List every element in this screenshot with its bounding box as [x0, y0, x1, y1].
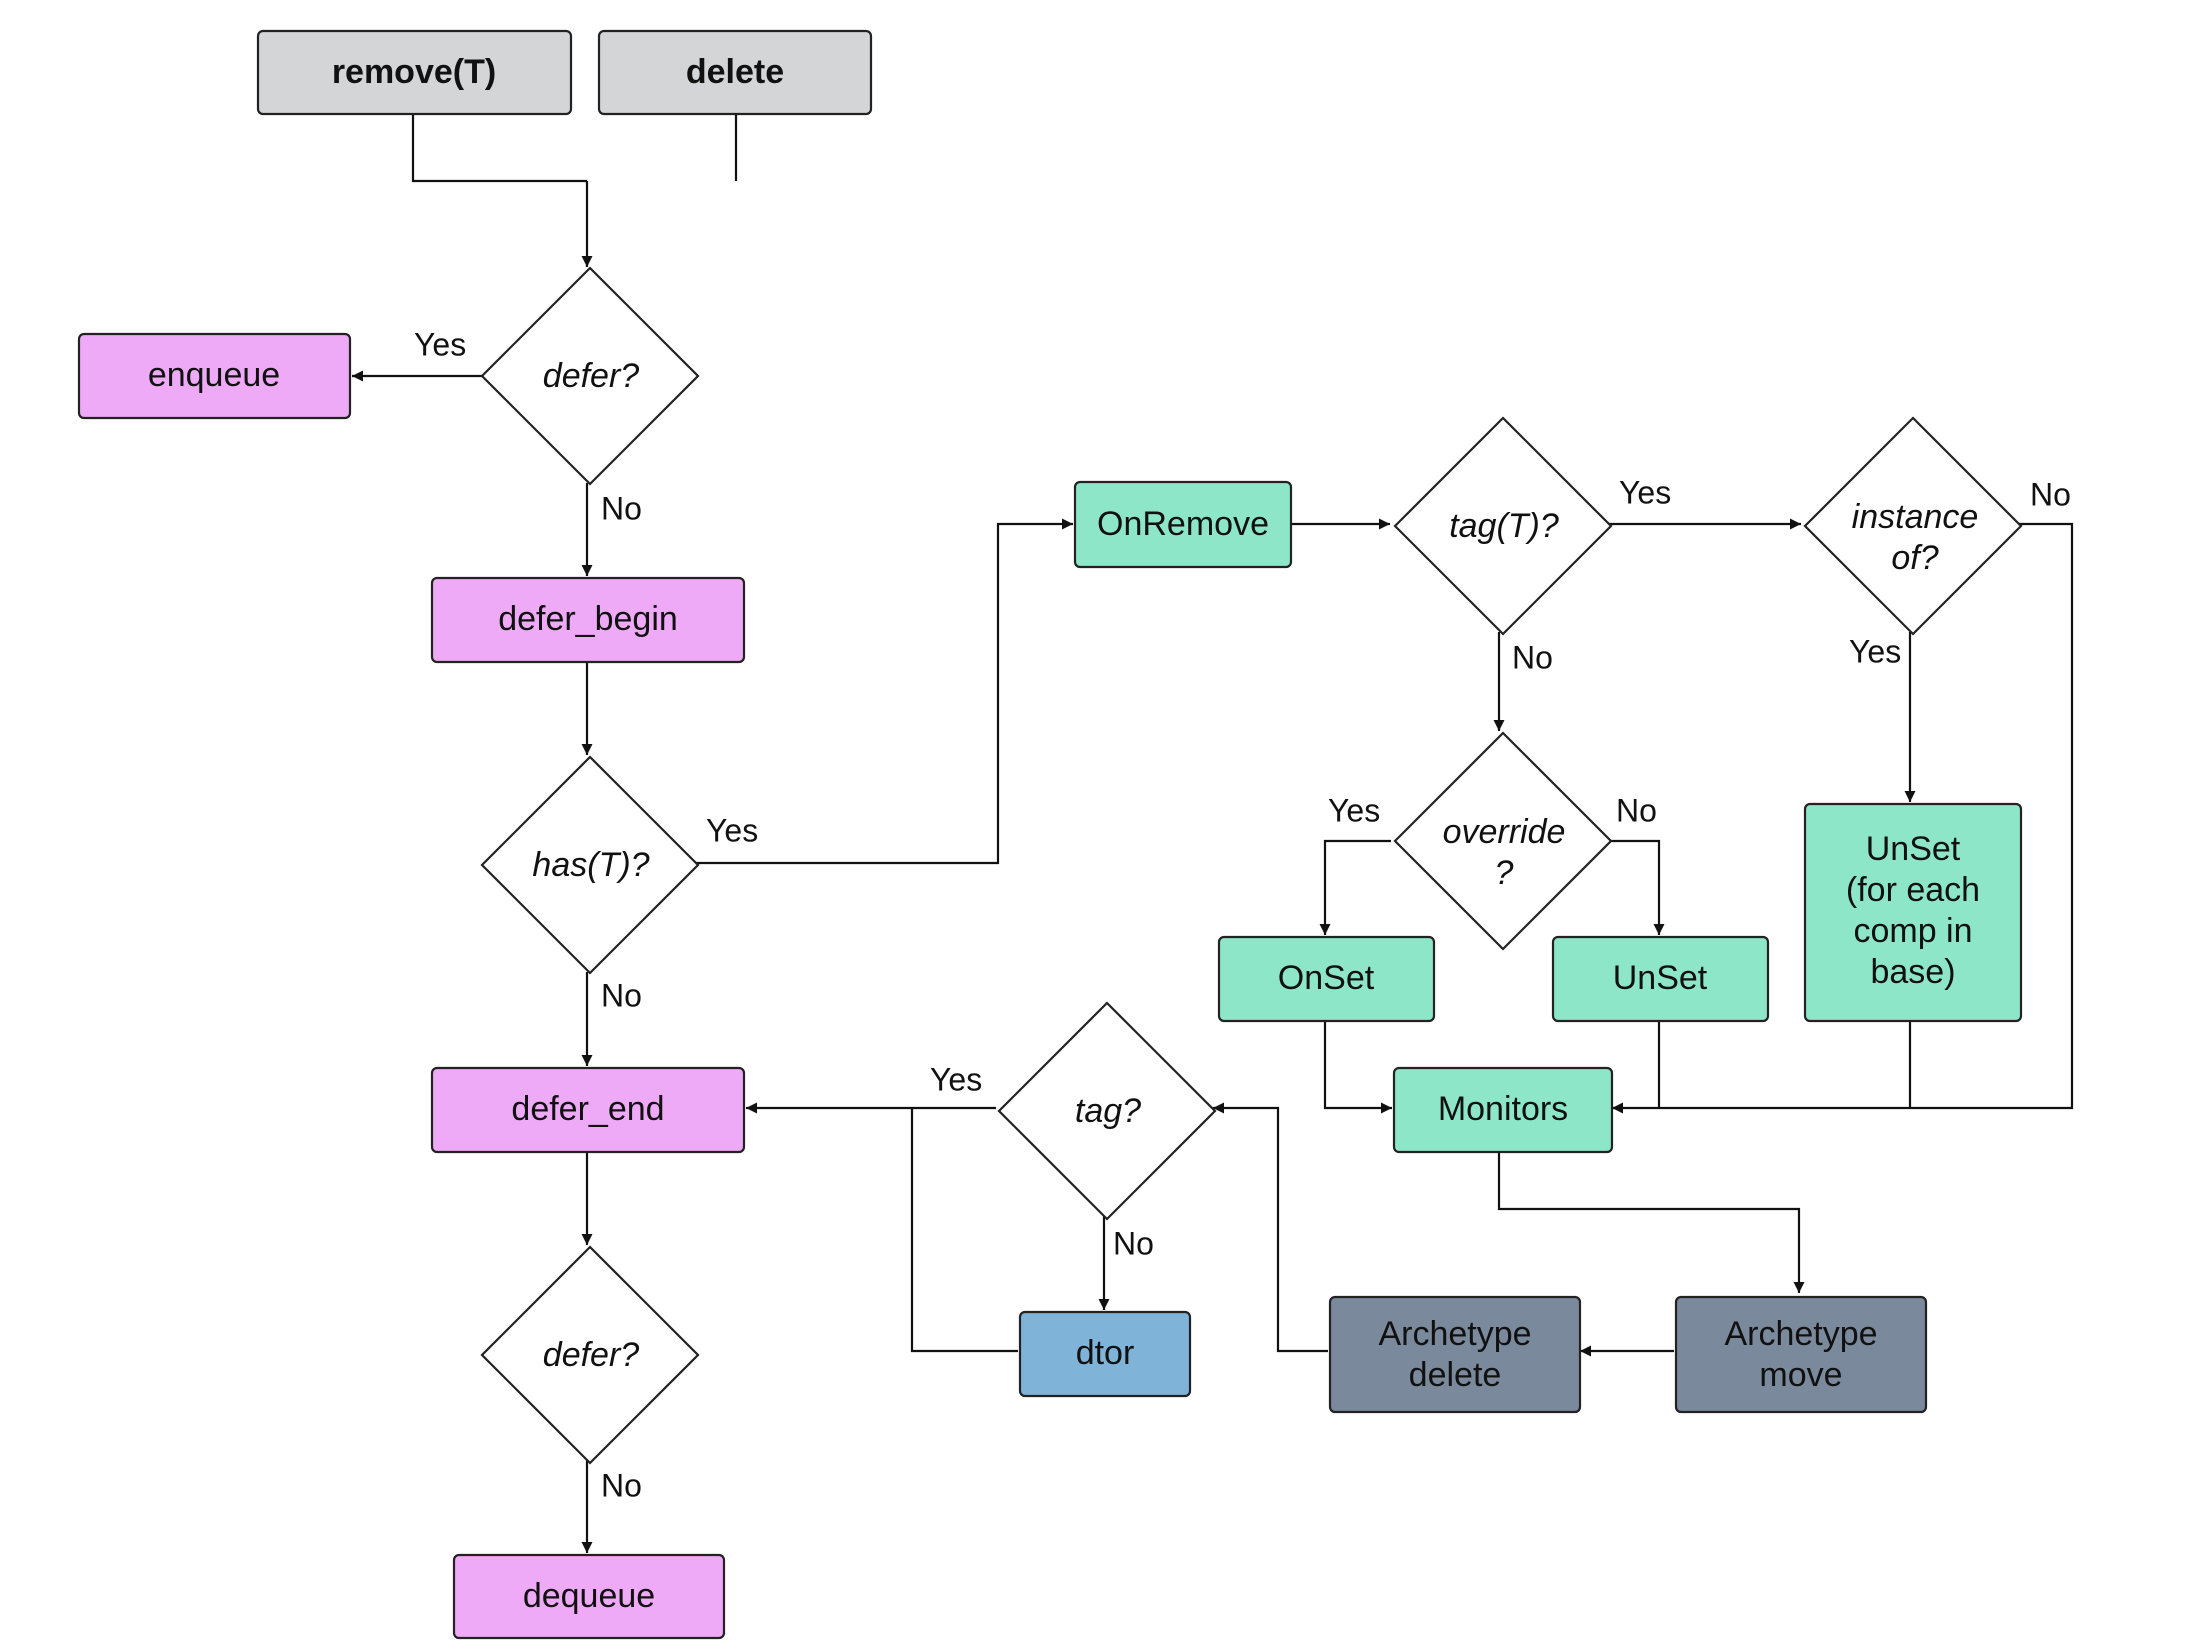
connectors [352, 114, 2074, 1553]
box-monitors-shape [1392, 1066, 1614, 1154]
box-dequeue[interactable]: dequeue [452, 1553, 726, 1640]
box-archetype-delete[interactable]: Archetype delete [1328, 1295, 1582, 1414]
edge-remove-to-merge [411, 114, 587, 183]
decision-tag-t[interactable]: tag(T)? [1393, 416, 1613, 636]
box-archetype-move-line1: Archetype [1724, 1315, 1877, 1353]
box-unset-base-line1: UnSet [1866, 830, 1961, 868]
label-defer1-no: No [601, 490, 642, 526]
box-onset[interactable]: OnSet [1217, 935, 1436, 1023]
label-tag-t-no: No [1512, 639, 1553, 675]
edge-dtor-to-join [910, 1108, 1018, 1353]
decision-instance-of-line2: of? [1891, 539, 1938, 577]
decision-defer-1-shape [480, 266, 700, 486]
box-archetype-delete-line2: delete [1409, 1356, 1502, 1394]
edge-override-to-unset [1607, 839, 1665, 935]
box-defer-begin[interactable]: defer_begin [430, 576, 746, 664]
decision-instance-of-shape [1803, 416, 2023, 636]
box-defer-begin-shape [430, 576, 746, 664]
box-unset-label: UnSet [1613, 959, 1708, 997]
box-archetype-move-line2: move [1759, 1356, 1842, 1394]
decision-tag-t-label: tag(T)? [1449, 507, 1559, 545]
label-has-yes: Yes [706, 812, 758, 848]
box-remove-t-shape [256, 29, 573, 116]
label-has-no: No [601, 977, 642, 1013]
decision-has-t-label: has(T)? [532, 846, 649, 884]
box-defer-end[interactable]: defer_end [430, 1066, 746, 1154]
box-defer-end-shape [430, 1066, 746, 1154]
label-override-no: No [1616, 792, 1657, 828]
box-archetype-delete-shape [1328, 1295, 1582, 1414]
label-defer2-no: No [601, 1467, 642, 1503]
decision-instance-of[interactable]: instance of? [1803, 416, 2023, 636]
decision-override-shape [1393, 731, 1613, 951]
box-enqueue-shape [77, 332, 352, 420]
decision-instance-of-line1: instance [1852, 498, 1979, 536]
decision-override-line2: ? [1495, 854, 1514, 892]
box-archetype-move-shape [1674, 1295, 1928, 1414]
box-remove-t[interactable]: remove(T) [256, 29, 573, 116]
box-unset-base-shape [1803, 802, 2023, 1023]
decision-defer-1[interactable]: defer? [480, 266, 700, 486]
box-delete[interactable]: delete [597, 29, 873, 116]
decision-defer-1-label: defer? [543, 357, 639, 395]
box-onset-label: OnSet [1278, 959, 1375, 997]
decision-tag[interactable]: tag? [997, 1001, 1217, 1221]
box-unset-base-line3: comp in [1853, 912, 1972, 950]
decision-override-line1: override [1443, 813, 1566, 851]
box-defer-begin-label: defer_begin [498, 600, 678, 638]
label-instance-yes: Yes [1849, 633, 1901, 669]
box-dtor[interactable]: dtor [1018, 1310, 1192, 1398]
label-override-yes: Yes [1328, 792, 1380, 828]
edge-has-to-onremove [694, 518, 1073, 865]
decision-defer-2[interactable]: defer? [480, 1245, 700, 1465]
box-unset-base[interactable]: UnSet (for each comp in base) [1803, 802, 2023, 1023]
label-tag-t-yes: Yes [1619, 474, 1671, 510]
box-dtor-label: dtor [1076, 1334, 1135, 1372]
box-unset-shape [1551, 935, 1770, 1023]
decision-defer-2-shape [480, 1245, 700, 1465]
label-tag-q-no: No [1113, 1225, 1154, 1261]
label-instance-no: No [2030, 476, 2071, 512]
box-defer-end-label: defer_end [511, 1090, 664, 1128]
edge-override-to-onset [1319, 839, 1391, 935]
box-unset-base-line2: (for each [1846, 871, 1980, 909]
box-monitors-label: Monitors [1438, 1090, 1568, 1128]
edge-labels: Yes No Yes No Yes No No Yes Yes No Yes N… [414, 326, 2071, 1503]
decision-has-t-shape [480, 755, 700, 975]
box-delete-shape [597, 29, 873, 116]
edge-onset-to-monitors [1323, 1021, 1392, 1114]
edge-monitors-to-archetype-move [1497, 1151, 1805, 1293]
box-remove-t-label: remove(T) [332, 53, 496, 91]
decision-tag-label: tag? [1075, 1092, 1141, 1130]
box-monitors[interactable]: Monitors [1392, 1066, 1614, 1154]
box-onremove-shape [1073, 480, 1293, 569]
label-tag-q-yes: Yes [930, 1061, 982, 1097]
decision-defer-2-label: defer? [543, 1336, 639, 1374]
box-enqueue-label: enqueue [148, 356, 280, 394]
box-delete-label: delete [686, 53, 784, 91]
box-onremove[interactable]: OnRemove [1073, 480, 1293, 569]
edge-archetype-delete-to-tag [1213, 1102, 1328, 1353]
box-archetype-delete-line1: Archetype [1378, 1315, 1531, 1353]
edge-instance-no-to-monitors [1612, 522, 2074, 1114]
box-unset-base-line4: base) [1870, 953, 1955, 991]
label-defer1-yes: Yes [414, 326, 466, 362]
decision-has-t[interactable]: has(T)? [480, 755, 700, 975]
box-enqueue[interactable]: enqueue [77, 332, 352, 420]
decision-override[interactable]: override ? [1393, 731, 1613, 951]
box-dequeue-shape [452, 1553, 726, 1640]
box-unset[interactable]: UnSet [1551, 935, 1770, 1023]
decision-tag-t-shape [1393, 416, 1613, 636]
box-onremove-label: OnRemove [1097, 505, 1269, 543]
box-dtor-shape [1018, 1310, 1192, 1398]
box-dequeue-label: dequeue [523, 1577, 655, 1615]
decision-tag-shape [997, 1001, 1217, 1221]
box-archetype-move[interactable]: Archetype move [1674, 1295, 1928, 1414]
box-onset-shape [1217, 935, 1436, 1023]
